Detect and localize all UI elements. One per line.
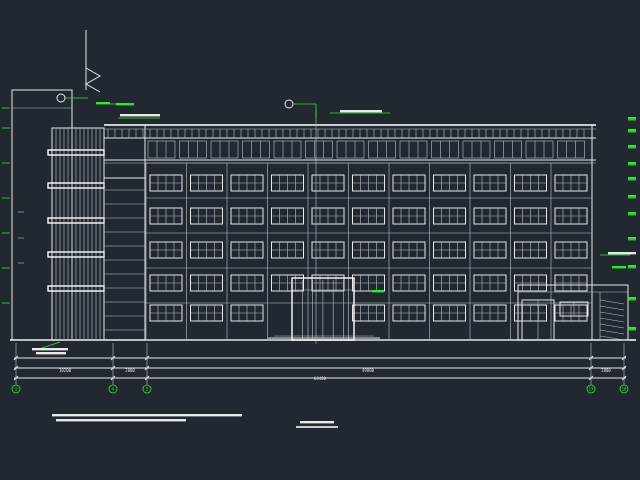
axis-bubble-1 [11,384,21,394]
axis-label-5: 5 [146,387,149,392]
annotation-text [372,290,384,293]
upper-window [368,140,396,159]
axis-label-18: 18 [622,387,627,392]
dimension-tick [13,375,19,381]
axis-bubble-17 [586,384,596,394]
dimension-lines: 10200 2800 49800 2800 64400 1 4 5 17 18 [11,343,629,394]
annotation-text [608,252,636,255]
axis-label-17: 17 [589,387,594,392]
dimension-tick [110,375,116,381]
upper-window [494,140,522,159]
annotation-text [96,102,110,105]
level-label [628,327,636,330]
dim-seg-2: 2800 [125,368,135,373]
upper-window [431,140,459,159]
axis-label-1: 1 [15,387,18,392]
dimension-tick [588,375,594,381]
annex-ramp [599,292,630,341]
annotation-text [116,103,134,106]
upper-window [273,140,302,159]
dimension-tick [13,365,19,371]
annex-stair [599,311,625,317]
roof-signage [84,67,102,93]
upper-window [305,140,333,159]
dimension-tick [588,365,594,371]
upper-window [557,140,585,159]
annotations [32,93,636,428]
level-label [628,129,636,132]
dimension-tick [621,375,627,381]
detail-bubble [56,93,66,103]
dim-seg-3: 49800 [362,368,375,373]
axis-bubble-4 [108,384,118,394]
annex-stair [599,335,625,341]
axis-bubble-18 [619,384,629,394]
level-label [628,177,636,180]
drawing-title [300,421,334,424]
general-note [182,414,242,417]
annex-stair [599,305,625,311]
annotation-text [36,352,66,355]
level-label [628,265,636,268]
stair-balcony [47,149,105,156]
dimension-tick [621,365,627,371]
dimension-tick [144,365,150,371]
annex-stair [599,329,625,335]
dimension-tick [110,365,116,371]
building-elevation [2,30,636,344]
upper-window [210,140,239,159]
level-label [628,237,636,240]
upper-window [179,140,207,159]
general-note [56,419,186,422]
upper-window [525,140,554,159]
level-label [628,162,636,165]
upper-window [336,140,365,159]
annex-stair [599,299,625,305]
dimension-tick [144,375,150,381]
level-label [628,145,636,148]
dim-seg-1: 10200 [59,368,72,373]
dimension-tick [144,355,150,361]
dim-overall: 64400 [314,376,327,381]
dimension-tick [588,355,594,361]
level-label [628,212,636,215]
general-note [52,414,182,417]
annex-stair [599,317,625,323]
annotation-text [120,114,160,117]
link-block [103,177,146,341]
annotation-text [340,110,382,113]
level-label [628,297,636,300]
level-label [628,117,636,120]
dimension-tick [621,355,627,361]
dimension-tick [13,355,19,361]
upper-window [242,140,270,159]
axis-bubble-5 [142,384,152,394]
level-label [628,195,636,198]
detail-bubble [284,99,294,109]
annotation-text [32,348,68,351]
upper-window [147,140,176,159]
dimension-tick [110,355,116,361]
dim-seg-4: 2800 [601,368,611,373]
annotation-text [612,266,626,269]
axis-label-4: 4 [112,387,115,392]
annex-outline [517,284,629,341]
upper-window [462,140,491,159]
upper-window [399,140,428,159]
annex-stair [599,323,625,329]
